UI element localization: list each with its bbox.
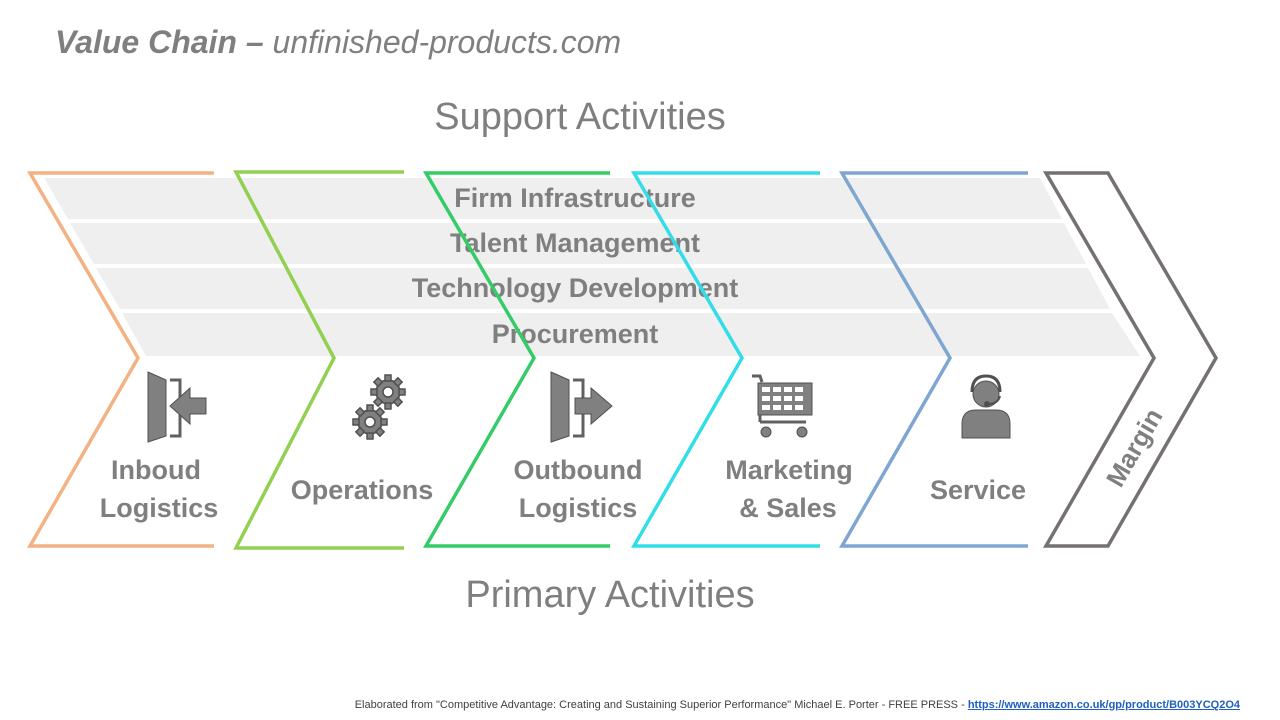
footer-link[interactable]: https://www.amazon.co.uk/gp/product/B003… [967,699,1240,711]
chevron-operations [233,170,404,550]
label-margin: Margin [1100,403,1169,492]
primary-activities-heading: Primary Activities [465,574,755,616]
band-label-procurement: Procurement [492,319,659,349]
chevron-inbound-logistics [26,171,214,548]
chevron-marketing-sales [630,171,820,548]
label-inbound-line2: Logistics [100,493,219,523]
band-firm-infrastructure [44,178,1062,219]
support-bands: Firm Infrastructure Talent Management Te… [44,178,1140,356]
chevron-outbound-logistics [422,171,610,548]
label-operations: Operations [291,475,434,505]
primary-chevrons [26,170,1219,550]
inbound-door-icon [147,371,207,443]
footer-citation: Elaborated from "Competitive Advantage: … [354,699,968,711]
source-footer: Elaborated from "Competitive Advantage: … [355,699,1240,711]
band-procurement [122,313,1140,356]
label-outbound-line2: Logistics [519,493,638,523]
label-inbound-line1: Inboud [111,455,201,485]
band-label-talent-management: Talent Management [450,228,700,258]
outbound-door-icon [550,371,613,443]
band-talent-management [70,223,1086,264]
title-bold: Value Chain – [55,24,264,60]
band-label-technology-development: Technology Development [412,273,739,303]
label-service: Service [930,475,1026,505]
label-outbound-line1: Outbound [514,455,643,485]
chevron-margin [1042,171,1219,548]
support-agent-icon [961,374,1011,439]
chevron-service [838,171,1028,548]
title-site: unfinished-products.com [263,24,622,60]
shopping-cart-icon [752,374,813,438]
band-technology-development [96,268,1110,309]
support-activities-heading: Support Activities [434,96,726,138]
gears-icon [352,374,406,440]
page-title: Value Chain – unfinished-products.com [55,24,621,61]
label-marketing-line1: Marketing [725,455,853,485]
label-marketing-line2: & Sales [739,493,837,523]
band-label-firm-infrastructure: Firm Infrastructure [454,183,696,213]
